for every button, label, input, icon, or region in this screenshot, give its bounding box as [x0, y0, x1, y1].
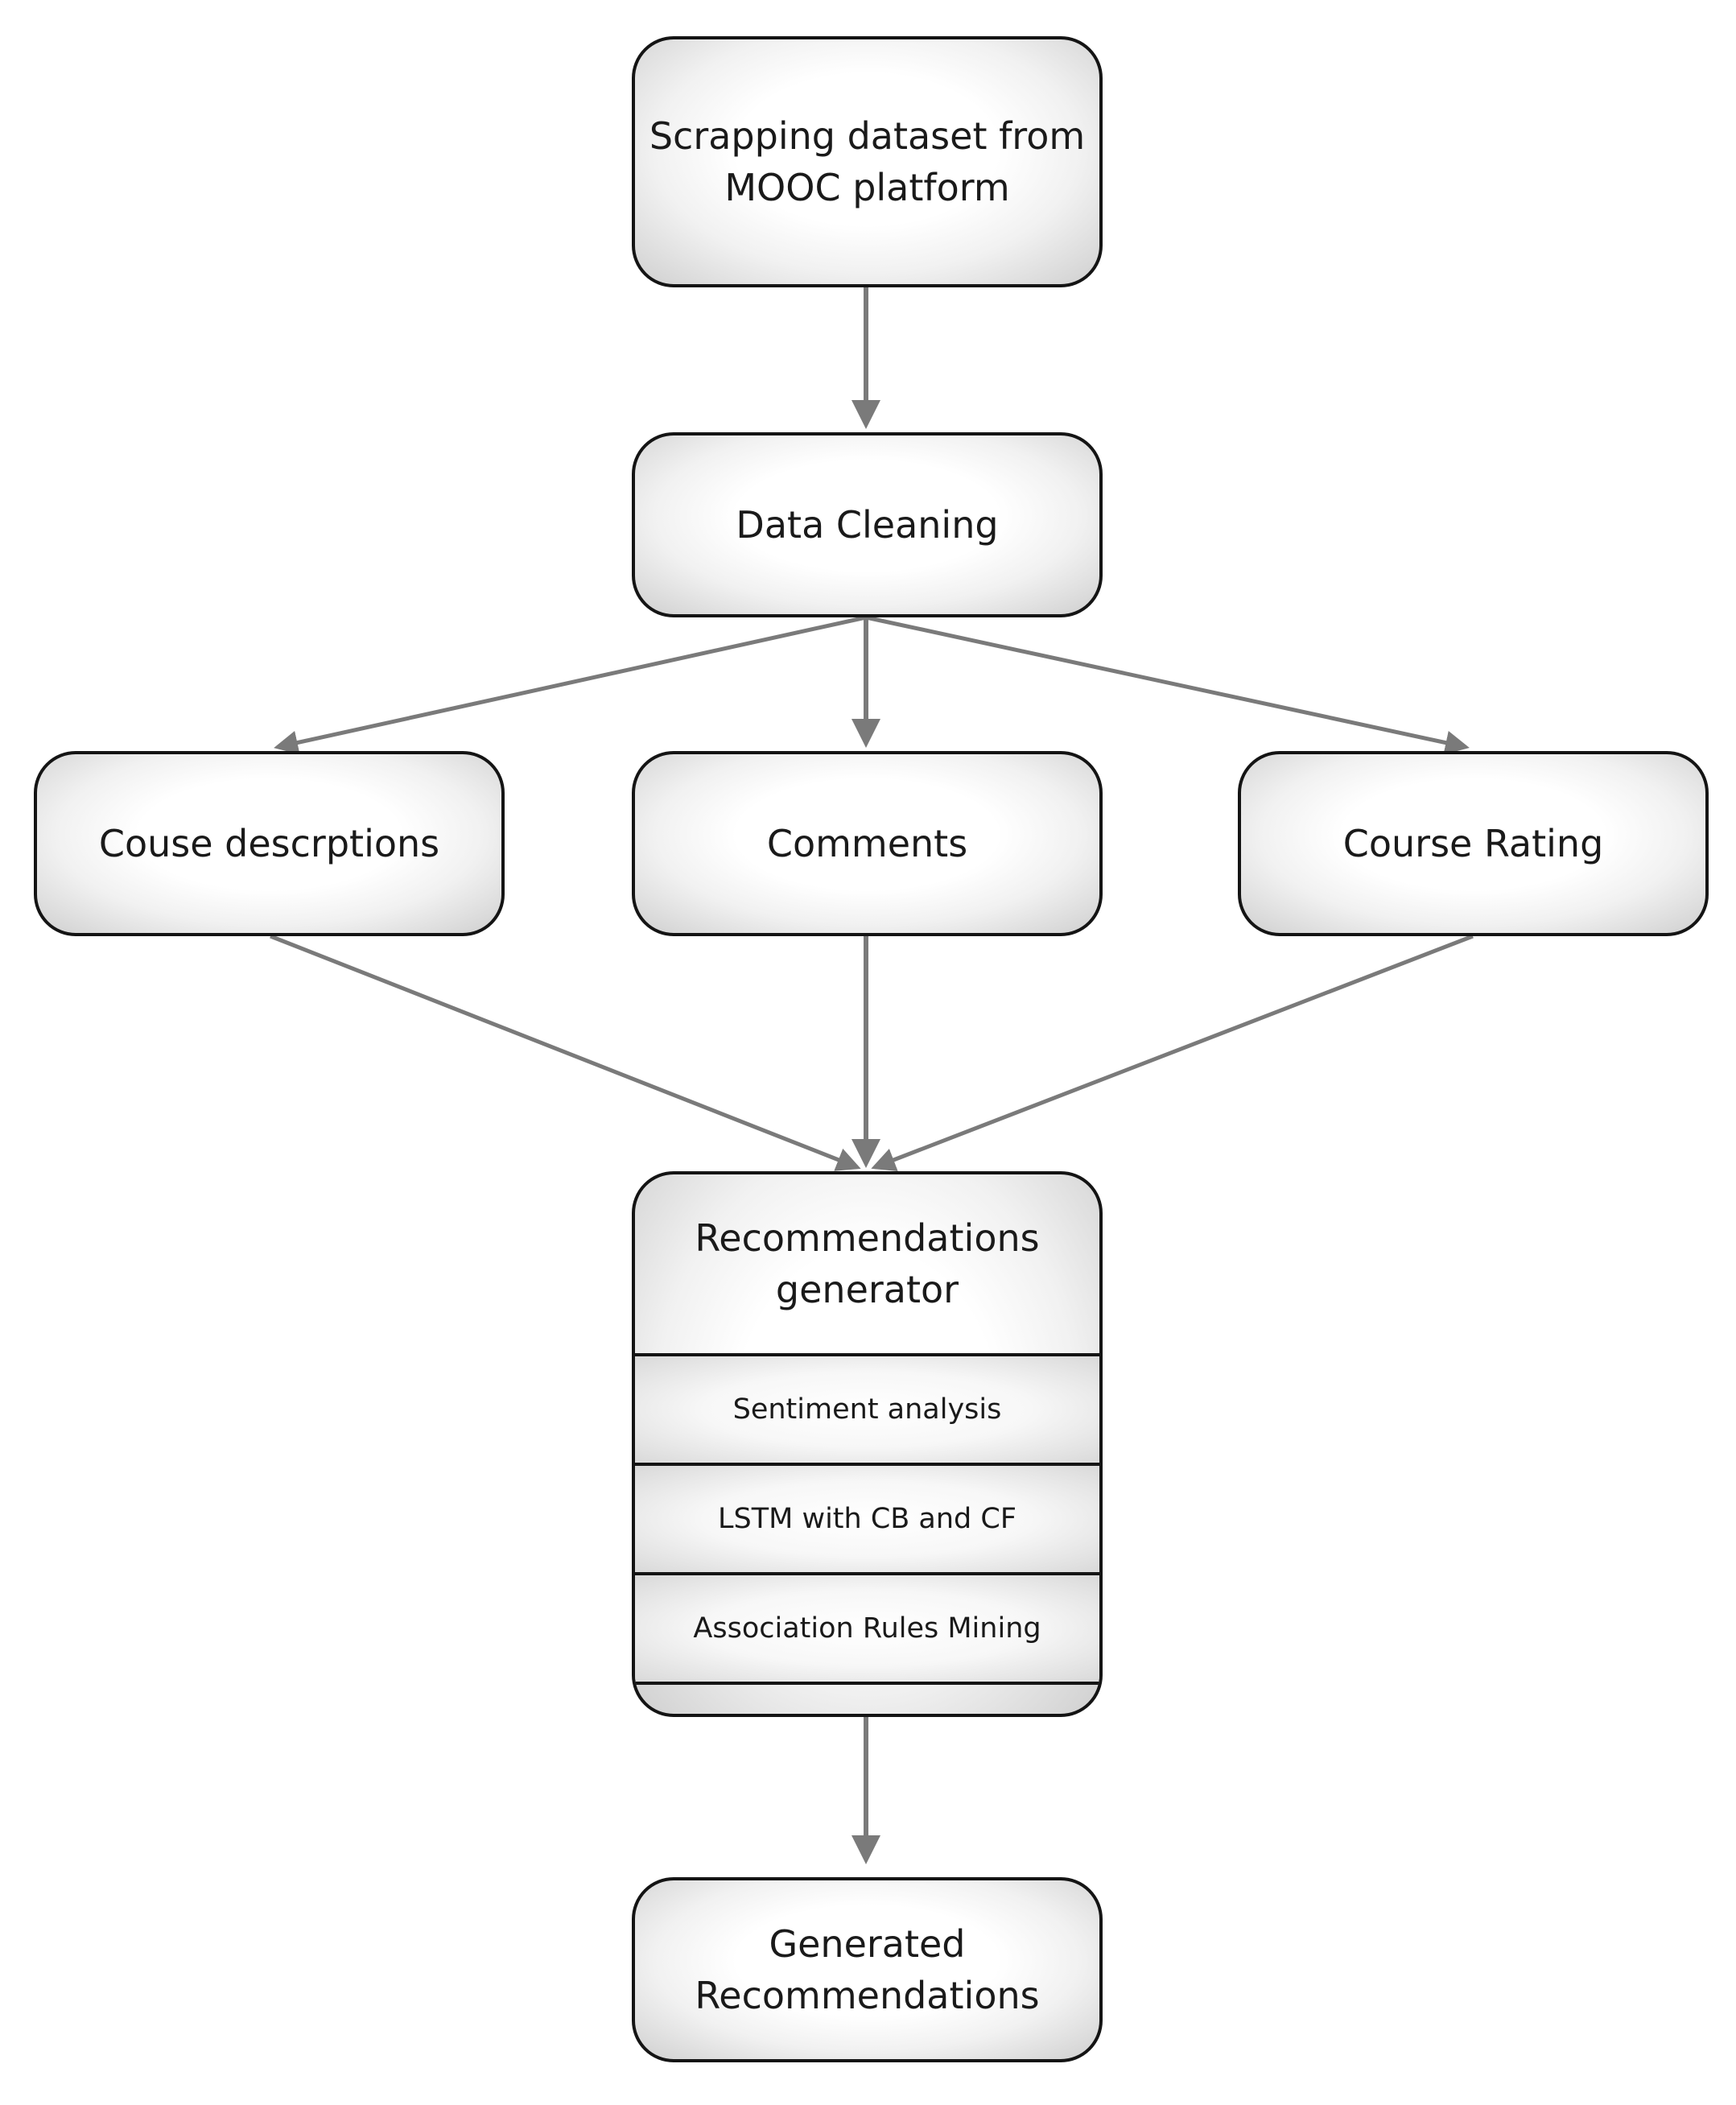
- node-course-rating: Course Rating: [1238, 751, 1709, 936]
- node-data-cleaning: Data Cleaning: [632, 432, 1103, 617]
- node-course-descriptions-label: Couse descrptions: [98, 822, 440, 865]
- generator-footer: [635, 1682, 1099, 1714]
- generator-step-association-rules: Association Rules Mining: [635, 1572, 1099, 1682]
- node-data-cleaning-label: Data Cleaning: [736, 503, 999, 547]
- node-course-rating-label: Course Rating: [1342, 822, 1604, 865]
- node-comments: Comments: [632, 751, 1103, 936]
- node-comments-label: Comments: [766, 822, 968, 865]
- arrow-descriptions-to-generator: [270, 934, 861, 1171]
- arrow-rating-to-generator: [871, 934, 1474, 1171]
- node-scrape-dataset-label: Scrapping dataset from MOOC platform: [649, 114, 1086, 209]
- generator-step-sentiment-analysis: Sentiment analysis: [635, 1353, 1099, 1463]
- arrow-clean-to-descriptions: [274, 615, 867, 755]
- node-recommendations-generator-label: Recommendations generator: [695, 1216, 1040, 1311]
- arrow-clean-to-rating: [865, 615, 1470, 755]
- node-generated-recommendations: Generated Recommendations: [632, 1877, 1103, 2062]
- node-recommendations-generator: Recommendations generator Sentiment anal…: [632, 1171, 1103, 1717]
- generator-step-lstm: LSTM with CB and CF: [635, 1463, 1099, 1572]
- node-course-descriptions: Couse descrptions: [34, 751, 505, 936]
- node-generated-recommendations-label: Generated Recommendations: [695, 1922, 1040, 2017]
- node-scrape-dataset: Scrapping dataset from MOOC platform: [632, 36, 1103, 287]
